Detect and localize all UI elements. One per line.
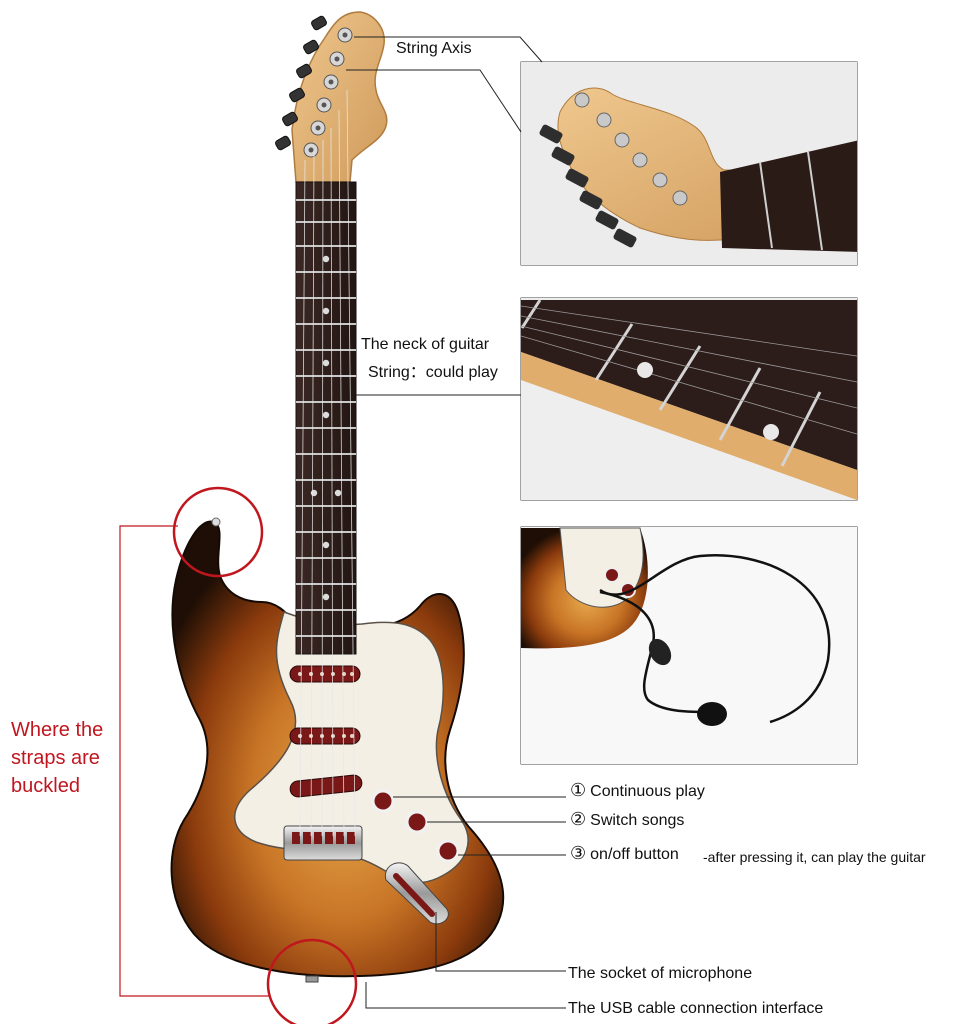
headstock-photo (520, 61, 858, 266)
headset-microphone-icon (599, 554, 831, 724)
straps-label: Where the straps are buckled (11, 719, 104, 797)
number-3-icon: ③ (570, 843, 587, 864)
headset-photo (520, 526, 858, 765)
strap-bracket (119, 525, 270, 997)
leader-usb (365, 982, 566, 1009)
number-2-icon: ② (570, 809, 587, 830)
on-off-knob[interactable] (436, 839, 460, 863)
leader-string-axis (354, 36, 543, 63)
strap-circle-top (172, 486, 264, 578)
strings (299, 89, 356, 837)
continuous-play-knob[interactable] (371, 789, 395, 813)
switch-songs-knob[interactable] (405, 810, 429, 834)
leader-mic-socket (435, 912, 566, 972)
strap-button-top (211, 517, 221, 527)
leader-lines (346, 36, 566, 1009)
leader-string-axis-2 (346, 69, 522, 133)
strap-highlight (172, 486, 358, 1024)
bridge (283, 825, 363, 861)
string-axis-label: String Axis (396, 40, 472, 57)
strap-circle-bottom (266, 938, 358, 1024)
guitar-illustration (170, 11, 505, 983)
tuning-pegs (275, 15, 353, 158)
mic-socket-label: The socket of microphone (568, 965, 753, 982)
microphone-socket (384, 862, 449, 925)
string-label: String：could play (368, 364, 498, 381)
neck-label: The neck of guitar (361, 336, 490, 353)
usb-label: The USB cable connection interface (568, 1000, 824, 1017)
frets (296, 199, 356, 637)
on-off-note: -after pressing it, can play the guitar (703, 849, 926, 865)
headstock (291, 11, 388, 183)
neck-photo (520, 297, 858, 501)
number-1-icon: ① (570, 780, 587, 801)
usb-port (305, 975, 319, 983)
